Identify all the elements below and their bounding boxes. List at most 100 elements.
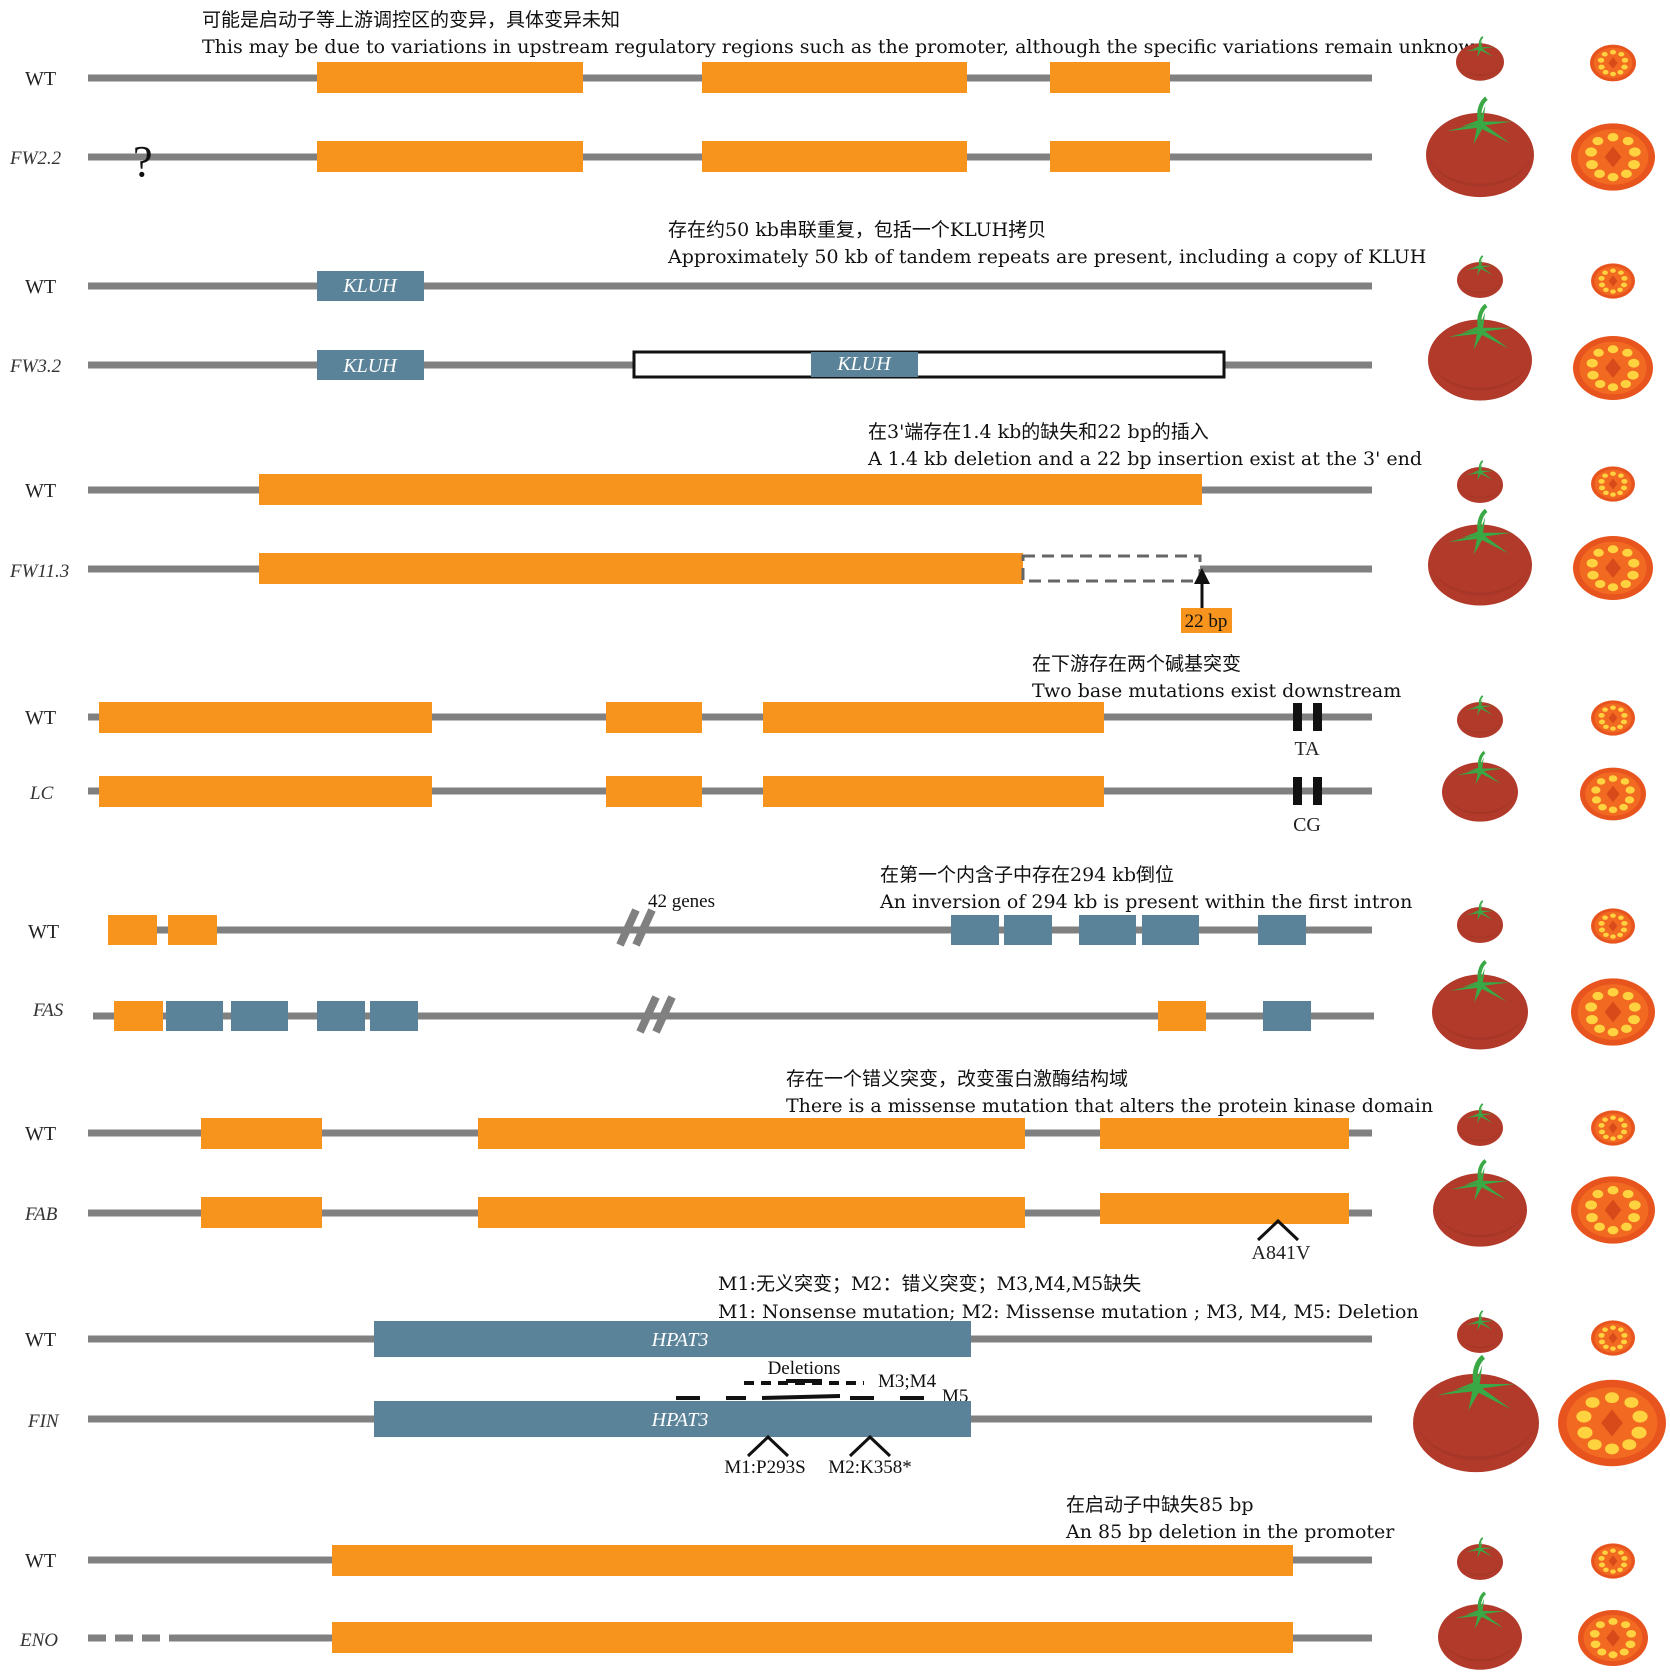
fin-mut-hpat3-label: HPAT3 [651,1409,709,1431]
fw32-panel: 存在约50 kb串联重复，包括一个KLUH拷贝 Approximately 50… [9,219,1653,401]
fas-wt-block-1 [951,915,999,945]
fin-note-en: M1: Nonsense mutation; M2: Missense muta… [718,1301,1419,1323]
eno-mut-tomato-icon [1436,1591,1524,1672]
eno-wt-slice-icon [1591,1543,1635,1579]
eno-mut-label: ENO [19,1630,58,1651]
eno-mut-slice-icon [1578,1610,1648,1666]
lc-wt-label: WT [25,707,56,729]
fw32-mut-tomato-icon [1428,305,1532,400]
fw113-wt-exon [259,474,1202,505]
fw22-note-cn: 可能是启动子等上游调控区的变异，具体变异未知 [202,9,620,31]
fw113-wt-label: WT [25,480,56,502]
fas-wt-break-icon [616,908,656,947]
fab-wt-tomato-icon [1456,1102,1504,1147]
fw32-repeat-kluh-label: KLUH [836,353,892,375]
fas-wt-label: WT [28,921,59,943]
fas-mut-exon-1 [114,1001,163,1031]
fas-wt-block-4 [1142,915,1199,945]
lc-wt-snp-2 [1313,703,1322,731]
fab-mutation-caret [1256,1218,1300,1242]
fin-note-cn: M1:无义突变；M2：错义突变；M3,M4,M5缺失 [718,1273,1141,1295]
fas-mut-slice-icon [1571,978,1655,1046]
fin-wt-hpat3 [374,1321,971,1357]
fw113-mut-label: FW11.3 [9,561,69,582]
fas-mut-exon-2 [1158,1001,1206,1031]
eno-wt-tomato-icon [1456,1536,1504,1581]
fas-wt-exon-1 [108,915,157,945]
fw32-note-cn: 存在约50 kb串联重复，包括一个KLUH拷贝 [668,219,1046,241]
fas-note-cn: 在第一个内含子中存在294 kb倒位 [880,864,1174,886]
fab-mutation-label: A841V [1252,1242,1311,1264]
fin-m2-label: M2:K358* [828,1457,911,1478]
lc-wt-slice-icon [1591,700,1635,736]
fas-mut-tomato-icon [1430,959,1530,1052]
fab-mut-exon-3 [1100,1193,1349,1224]
lc-mut-tomato-icon [1440,750,1520,824]
fw22-mut-slice-icon [1571,123,1655,191]
lc-mut-exon-3 [763,776,1104,807]
fin-wt-hpat3-label: HPAT3 [651,1329,709,1351]
fas-mut-block-3 [317,1001,365,1031]
fas-mut-block-4 [370,1001,418,1031]
fin-mut-hpat3 [374,1401,971,1437]
fab-note-en: There is a missense mutation that alters… [786,1095,1433,1117]
fin-wt-label: WT [25,1329,56,1351]
fw32-tandem-repeat-box [632,350,1226,379]
fab-wt-exon-2 [478,1118,1025,1149]
fin-deletion-m5 [676,1394,924,1400]
fw32-wt-label: WT [25,276,56,298]
fab-wt-slice-icon [1591,1110,1635,1146]
lc-wt-exon-1 [99,702,432,733]
fw22-mut-label: FW2.2 [9,148,62,169]
fab-wt-exon-3 [1100,1118,1349,1149]
eno-note-en: An 85 bp deletion in the promoter [1065,1521,1395,1543]
fw32-mut-slice-icon [1573,336,1653,400]
fas-mut-label: FAS [32,1000,64,1021]
fab-panel: 存在一个错义突变，改变蛋白激酶结构域 There is a missense m… [24,1068,1655,1264]
fw113-insertion-label: 22 bp [1185,611,1228,632]
eno-note-cn: 在启动子中缺失85 bp [1066,1494,1254,1516]
lc-panel: 在下游存在两个碱基突变 Two base mutations exist dow… [25,653,1646,836]
lc-mut-snp-2 [1313,777,1322,805]
fab-mut-exon-1 [201,1197,322,1228]
eno-mut-exon [332,1622,1293,1653]
fw113-deletion-box [1021,554,1202,583]
fin-m34-label: M3;M4 [878,1371,937,1392]
fab-mut-slice-icon [1571,1176,1655,1244]
fw32-wt-slice-icon [1591,263,1635,299]
fw22-wt-slice-icon [1590,44,1636,82]
fw22-wt-exon-2 [702,62,967,93]
lc-wt-bases: TA [1294,738,1320,760]
eno-wt-exon [332,1545,1293,1576]
fw22-wt-exon-3 [1050,62,1170,93]
fw113-panel: 在3'端存在1.4 kb的缺失和22 bp的插入 A 1.4 kb deleti… [9,421,1653,633]
fas-mut-block-2 [231,1001,288,1031]
fas-mut-break-icon [636,995,676,1034]
fw22-note-en: This may be due to variations in upstrea… [202,36,1487,58]
fw22-mut-tomato-icon [1426,98,1534,197]
lc-wt-snp-1 [1293,703,1302,731]
fw113-insertion-box [1181,608,1232,633]
fw113-mut-tomato-icon [1428,510,1532,605]
fab-wt-label: WT [25,1123,56,1145]
lc-mut-bases: CG [1293,814,1321,836]
fin-deletions-label: Deletions [768,1358,841,1379]
fin-wt-slice-icon [1591,1320,1635,1356]
fas-wt-block-2 [1004,915,1052,945]
fas-panel: 在第一个内含子中存在294 kb倒位 An inversion of 294 k… [28,864,1655,1052]
fw113-wt-slice-icon [1591,466,1635,502]
fin-wt-tomato-icon [1456,1309,1504,1354]
fas-wt-tomato-icon [1456,899,1504,944]
fw32-wt-kluh-label: KLUH [342,275,398,297]
fab-mut-exon-2 [478,1197,1025,1228]
lc-mut-label: LC [29,783,54,804]
fas-wt-block-5 [1258,915,1306,945]
fw22-wt-exon-1 [317,62,583,93]
fin-m2-caret [848,1434,892,1458]
fw32-repeat-kluh [811,352,918,377]
fw22-mut-exon-2 [702,141,967,172]
fw32-mut-kluh [317,350,424,380]
fw22-mut-exon-1 [317,141,583,172]
fw113-note-cn: 在3'端存在1.4 kb的缺失和22 bp的插入 [868,421,1209,443]
fw32-mut-label: FW3.2 [9,356,62,377]
